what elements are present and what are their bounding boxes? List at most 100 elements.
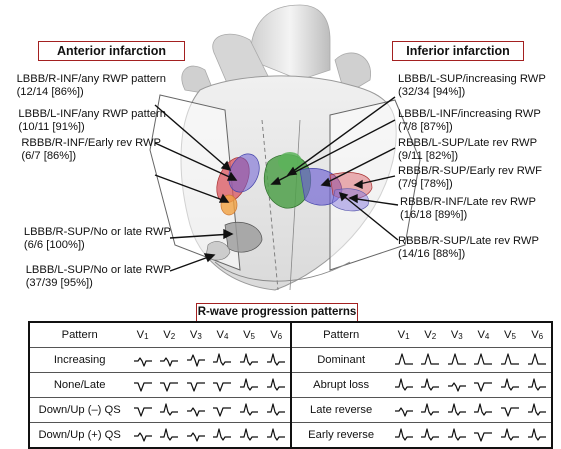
label-count: (14/16 [88%]) [398,248,466,261]
ecg-waveform-cell [235,347,263,373]
ecg-waveform-icon [133,427,153,443]
ecg-waveform-icon [500,402,520,418]
ecg-waveform-cell [416,372,444,398]
lead-header: V6 [523,322,552,348]
ecg-waveform-cell [262,347,292,373]
label-text: LBBB/R-SUP/No or late RWP [23,226,171,238]
lead-header: V3 [182,322,210,348]
ecg-waveform-cell [183,423,210,449]
ecg-waveform-cell [182,347,210,373]
left-label-1: LBBB/R-INF/any RWP pattern (12/14 [86%]) [17,73,166,100]
ecg-waveform-icon [420,427,440,443]
ecg-waveform-icon [420,402,440,418]
ecg-waveform-cell [470,397,497,423]
bottom-curve [214,261,351,282]
left-label-2: LBBB/L-INF/any RWP pattern (10/11 [91%]) [18,108,166,135]
ecg-waveform-cell [443,347,471,373]
aorta [249,4,331,81]
ecg-waveform-icon [473,402,493,418]
label-count: (12/14 [86%]) [16,86,84,99]
ecg-waveform-cell [156,423,183,449]
ecg-waveform-cell [443,423,470,449]
ecg-waveform-cell [209,397,236,423]
table-row: Down/Up (–) QS Late reverse [29,397,552,423]
ecg-waveform-icon [212,377,232,393]
anterior-infarction-title: Anterior infarction [56,44,167,58]
right-label-6: RBBB/R-SUP/Late rev RWP (14/16 [88%]) [398,235,539,262]
table-header-row: Pattern V1 V2 V3 V4 V5 V6 Pattern V1 V2 … [29,322,552,348]
ecg-waveform-cell [470,423,497,449]
label-text: LBBB/L-INF/any RWP pattern [18,108,166,120]
label-count: (9/11 [82%]) [398,150,459,163]
lead-header: V6 [262,322,292,348]
septal-line [261,119,279,291]
inferior-infarction-header: Inferior infarction [392,41,524,61]
ecg-waveform-icon [527,402,547,418]
ecg-waveform-cell [523,397,552,423]
ecg-waveform-icon [527,427,547,443]
zone-lbbb-r-sup [224,221,263,253]
zone-lbbb-l-inf [228,153,260,193]
pattern-name-right: Late reverse [291,397,391,423]
label-count: (6/7 [86%]) [21,150,77,163]
lead-header: V5 [235,322,263,348]
ecg-waveform-cell [496,347,524,373]
ecg-waveform-cell [390,347,417,373]
ecg-waveform-cell [390,372,417,398]
ecg-waveform-icon [266,377,286,393]
anterior-infarction-header: Anterior infarction [38,41,185,61]
rwp-patterns-title: R-wave progression patterns [196,303,358,322]
ecg-waveform-cell [235,397,263,423]
ecg-waveform-cell [523,423,552,449]
ecg-waveform-cell [129,347,156,373]
ecg-waveform-icon [266,402,286,418]
ecg-waveform-icon [159,427,179,443]
lead-header: V4 [470,322,497,348]
ecg-waveform-icon [447,427,467,443]
ecg-waveform-icon [420,352,440,368]
label-text: LBBB/L-SUP/No or late RWP [25,264,171,276]
ecg-waveform-cell [470,372,497,398]
ecg-waveform-icon [266,427,286,443]
ecg-waveform-cell [182,372,210,398]
pointer-arrows-right [270,96,399,241]
ecg-waveform-icon [527,377,547,393]
right-label-2: LBBB/L-INF/increasing RWP (7/8 [87%]) [398,108,541,135]
pattern-name-left: Down/Up (–) QS [29,397,130,423]
ecg-waveform-cell [155,372,183,398]
right-label-4: RBBB/R-SUP/Early rev RWF (7/9 [78%]) [398,165,542,192]
ecg-waveform-cell [209,347,236,373]
pattern-header-right: Pattern [291,322,391,348]
rwp-patterns-table: Pattern V1 V2 V3 V4 V5 V6 Pattern V1 V2 … [28,321,553,449]
ecg-waveform-icon [212,352,232,368]
inferior-infarction-title: Inferior infarction [406,44,510,58]
pulmonary-artery [212,33,271,91]
pattern-name-right: Abrupt loss [291,372,391,398]
label-text: LBBB/R-INF/any RWP pattern [16,73,166,85]
ecg-waveform-icon [186,402,206,418]
ecg-waveform-cell [443,397,471,423]
label-count: (32/34 [94%]) [398,86,466,99]
ecg-waveform-icon [133,352,153,368]
ecg-waveform-cell [416,397,444,423]
lead-header: V4 [209,322,236,348]
pattern-name-left: Increasing [29,347,130,373]
label-count: (7/8 [87%]) [398,121,453,134]
ecg-waveform-icon [473,352,493,368]
ecg-waveform-cell [155,397,183,423]
left-label-4: LBBB/R-SUP/No or late RWP (6/6 [100%]) [24,226,171,253]
label-text: LBBB/L-SUP/increasing RWP [398,73,546,85]
ecg-waveform-icon [159,352,179,368]
ecg-waveform-cell [236,423,263,449]
lead-header: V1 [129,322,156,348]
ecg-waveform-icon [133,377,153,393]
lead-header: V5 [496,322,524,348]
ecg-waveform-icon [239,377,259,393]
ecg-waveform-cell [129,397,156,423]
ecg-waveform-icon [266,352,286,368]
ecg-waveform-icon [420,377,440,393]
right-label-5: RBBB/R-INF/Late rev RWP (16/18 [89%]) [400,196,536,223]
label-count: (6/6 [100%]) [23,239,85,252]
